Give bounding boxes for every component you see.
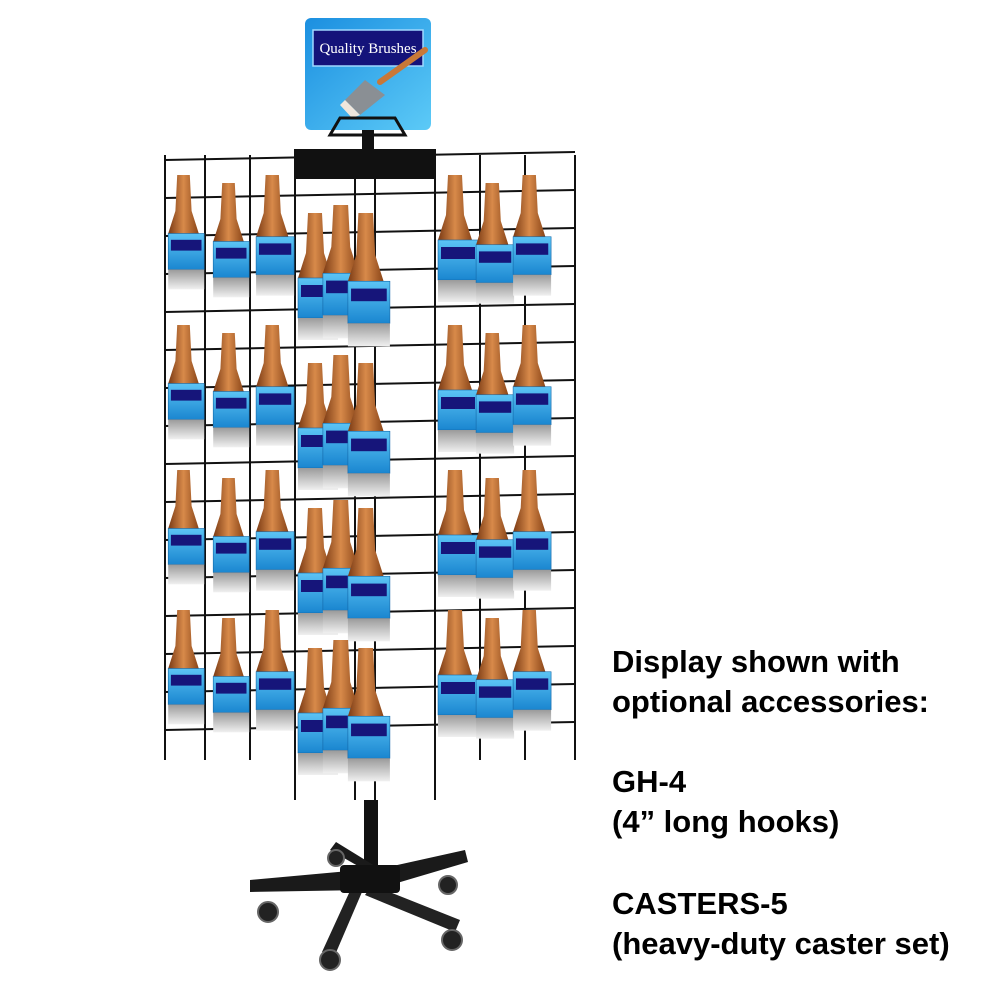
caster-wheel-icon bbox=[257, 849, 463, 971]
accessory-code-gh4: GH-4 bbox=[612, 764, 687, 799]
accessory-desc-gh4: (4” long hooks) bbox=[612, 804, 840, 839]
accessory-desc-casters: (heavy-duty caster set) bbox=[612, 926, 950, 961]
brush-package bbox=[512, 325, 552, 446]
brush-package bbox=[212, 618, 250, 733]
brush-package bbox=[512, 175, 552, 296]
brush-package bbox=[212, 333, 250, 448]
brush-package bbox=[167, 325, 205, 440]
brush-package bbox=[437, 470, 479, 597]
brush-packages bbox=[167, 175, 552, 782]
brush-package bbox=[512, 470, 552, 591]
brush-package bbox=[475, 183, 515, 304]
brush-package bbox=[255, 175, 295, 296]
brush-package bbox=[475, 333, 515, 454]
brush-package bbox=[167, 175, 205, 290]
brush-package bbox=[167, 470, 205, 585]
brush-package bbox=[475, 618, 515, 739]
brush-package bbox=[347, 363, 391, 497]
brush-package bbox=[347, 213, 391, 347]
brush-package bbox=[475, 478, 515, 599]
brush-package bbox=[512, 610, 552, 731]
caster-base bbox=[250, 800, 468, 971]
accessory-code-casters: CASTERS-5 bbox=[612, 886, 788, 921]
brush-package bbox=[255, 470, 295, 591]
brush-package bbox=[255, 325, 295, 446]
brush-package bbox=[212, 478, 250, 593]
brush-package bbox=[167, 610, 205, 725]
brush-package bbox=[347, 648, 391, 782]
sign-title: Quality Brushes bbox=[319, 41, 416, 57]
rack-top-hub bbox=[294, 149, 436, 179]
brush-package bbox=[437, 325, 479, 452]
caption-line-2: optional accessories: bbox=[612, 684, 930, 719]
brush-package bbox=[212, 183, 250, 298]
brush-package bbox=[437, 610, 479, 737]
brush-package bbox=[347, 508, 391, 642]
brush-package bbox=[437, 175, 479, 302]
header-sign: Quality Brushes bbox=[305, 18, 431, 155]
caption-line-1: Display shown with bbox=[612, 644, 900, 679]
paintbrush-icon bbox=[340, 47, 428, 118]
brush-package bbox=[255, 610, 295, 731]
